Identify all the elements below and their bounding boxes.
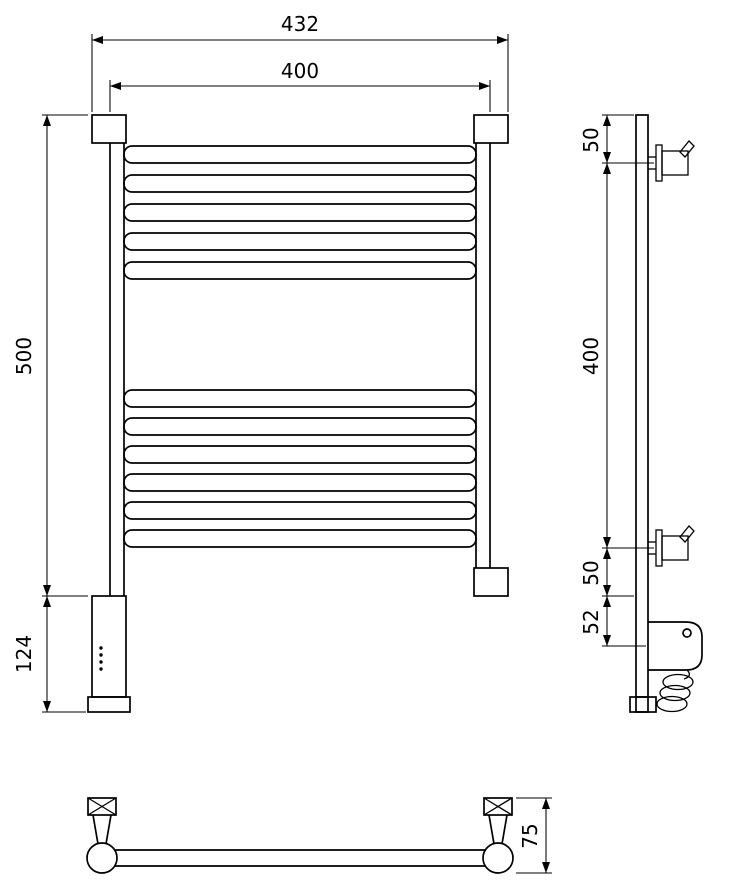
upper-bars bbox=[123, 145, 477, 280]
dim-label-base-height: 124 bbox=[12, 635, 36, 673]
lower-bars bbox=[123, 389, 477, 548]
right-top-cap bbox=[473, 114, 509, 144]
dimensions: 432 400 500 124 50 400 50 52 75 bbox=[12, 12, 654, 874]
housing-base bbox=[87, 696, 131, 713]
front-view bbox=[87, 114, 509, 713]
left-rail bbox=[109, 143, 125, 596]
dim-label-rail-width: 400 bbox=[281, 59, 319, 83]
side-rail bbox=[635, 114, 649, 713]
extension-lines bbox=[42, 34, 654, 874]
left-top-cap bbox=[91, 114, 127, 144]
top-view-bar bbox=[102, 849, 498, 867]
dim-label-bottom-offset: 50 bbox=[579, 560, 603, 585]
top-view-bracket bbox=[86, 797, 118, 874]
dim-label-overall-width: 432 bbox=[281, 12, 319, 36]
top-view bbox=[86, 797, 514, 874]
wall-bracket-icon bbox=[648, 140, 695, 182]
heater-housing bbox=[87, 595, 131, 713]
dim-label-bracket-spacing: 400 bbox=[579, 337, 603, 375]
dim-label-top-offset: 50 bbox=[579, 127, 603, 152]
right-bottom-cap bbox=[473, 567, 509, 597]
right-rail bbox=[475, 143, 491, 568]
electric-unit bbox=[648, 621, 703, 671]
dim-label-unit-offset: 52 bbox=[579, 609, 603, 634]
dim-label-body-height: 500 bbox=[12, 337, 36, 375]
unit-knob-icon bbox=[682, 628, 692, 638]
side-view bbox=[629, 114, 703, 713]
side-base bbox=[629, 696, 657, 713]
indicator-leds bbox=[99, 646, 103, 671]
wall-bracket-icon bbox=[647, 525, 695, 567]
coiled-cable-icon bbox=[656, 669, 694, 713]
dimension-lines bbox=[43, 36, 611, 873]
dim-label-depth: 75 bbox=[518, 823, 542, 848]
top-view-bracket bbox=[482, 797, 514, 874]
